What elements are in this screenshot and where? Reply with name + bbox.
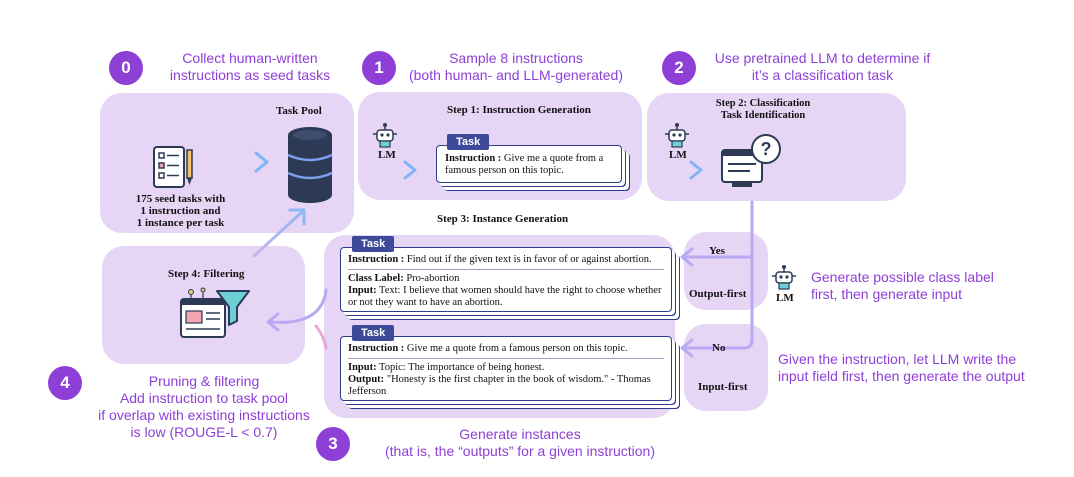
filter-funnel-icon (180, 287, 250, 338)
step4-title: Step 4: Filtering (168, 268, 245, 280)
step1-title: Step 1: Instruction Generation (447, 104, 591, 116)
step-2-badge: 2 (662, 51, 696, 85)
no-description: Given the instruction, let LLM write the… (778, 351, 1025, 384)
database-icon (287, 127, 333, 203)
no-label: No (712, 342, 726, 354)
yes-lm-label: LM (776, 292, 794, 304)
robot-icon (373, 123, 397, 148)
input-first-task-card: Instruction : Give me a quote from a fam… (340, 336, 672, 401)
output-first-label: Output-first (689, 288, 747, 300)
step-0-badge: 0 (109, 51, 143, 85)
step2-robot-icon (665, 123, 689, 148)
yes-robot-icon (772, 265, 796, 290)
input-first-label: Input-first (698, 381, 748, 393)
step-4-badge: 4 (48, 366, 82, 400)
yes-branch-panel (684, 232, 768, 310)
svg-text:?: ? (761, 139, 772, 159)
step1-task-card: Instruction : Give me a quote from a fam… (436, 145, 622, 183)
branch-connector (680, 200, 754, 358)
no-branch-panel (684, 324, 768, 411)
output-first-task-tag: Task (352, 236, 395, 252)
arrow-seed-to-pool (212, 151, 269, 173)
output-first-task-card: Instruction : Find out if the given text… (340, 247, 672, 312)
arrow-lm-to-classifier (652, 160, 703, 180)
step-3-annotation: Generate instances(that is, the “outputs… (384, 426, 655, 459)
step-1-badge: 1 (362, 51, 396, 85)
arrow-filter-to-pool (252, 208, 306, 258)
step-1-annotation: Sample 8 instructions(both human- and LL… (408, 50, 624, 83)
arrow-instances-to-filter (266, 288, 328, 350)
input-first-task-tag: Task (352, 325, 395, 341)
yes-label: Yes (709, 245, 725, 257)
step1-lm-label: LM (378, 149, 396, 161)
step2-lm-label: LM (669, 149, 687, 161)
step-3-badge: 3 (316, 427, 350, 461)
step1-task-tag: Task (447, 134, 490, 150)
task-pool-title: Task Pool (276, 105, 322, 117)
question-screen-icon: ? (721, 134, 781, 187)
step3-title: Step 3: Instance Generation (437, 213, 569, 225)
arrow-lm-to-task (364, 160, 417, 180)
checklist-icon (153, 146, 193, 188)
